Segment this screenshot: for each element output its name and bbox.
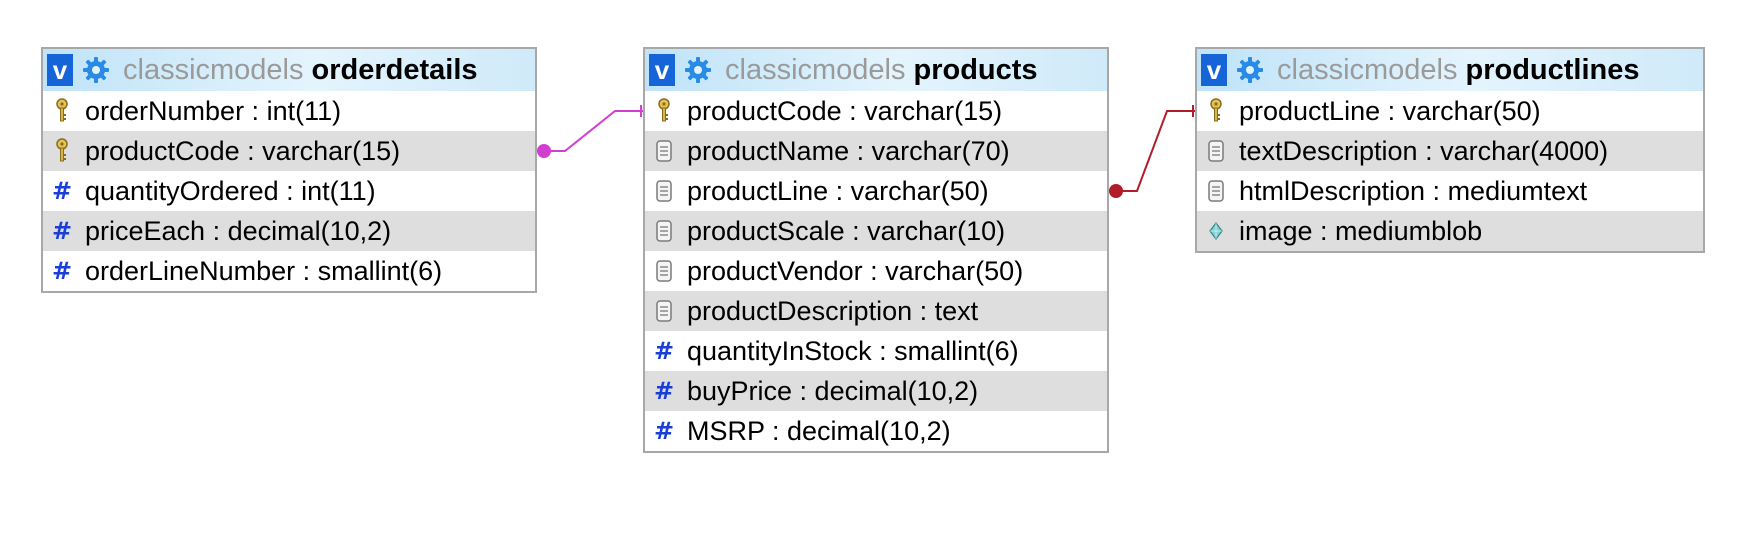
- column-row[interactable]: productScale : varchar(10): [645, 211, 1107, 251]
- column-row[interactable]: productName : varchar(70): [645, 131, 1107, 171]
- text-field-icon: [653, 216, 675, 246]
- column-row[interactable]: productCode : varchar(15): [645, 91, 1107, 131]
- column-label: textDescription : varchar(4000): [1239, 135, 1609, 166]
- table-name: productlines: [1465, 53, 1640, 86]
- column-label: productVendor : varchar(50): [687, 255, 1024, 286]
- column-row[interactable]: # buyPrice : decimal(10,2): [645, 371, 1107, 411]
- column-label: productCode : varchar(15): [687, 95, 1003, 126]
- column-row[interactable]: productDescription : text: [645, 291, 1107, 331]
- column-row[interactable]: # priceEach : decimal(10,2): [43, 211, 535, 251]
- relation-endpoint-dot: [1109, 184, 1123, 198]
- column-list: productLine : varchar(50) textDescription…: [1197, 91, 1703, 251]
- column-row[interactable]: # MSRP : decimal(10,2): [645, 411, 1107, 451]
- column-label: productLine : varchar(50): [687, 175, 989, 206]
- column-row[interactable]: htmlDescription : mediumtext: [1197, 171, 1703, 211]
- column-row[interactable]: productCode : varchar(15): [43, 131, 535, 171]
- database-name: classicmodels: [1277, 53, 1458, 86]
- column-list: productCode : varchar(15) productName : v…: [645, 91, 1107, 451]
- column-row[interactable]: orderNumber : int(11): [43, 91, 535, 131]
- table-header[interactable]: v classicmodels productlines: [1197, 49, 1703, 91]
- column-row[interactable]: productVendor : varchar(50): [645, 251, 1107, 291]
- hash-icon: #: [51, 217, 73, 245]
- text-field-icon: [653, 136, 675, 166]
- hash-icon: #: [653, 337, 675, 365]
- text-field-icon: [1205, 136, 1227, 166]
- column-row[interactable]: productLine : varchar(50): [1197, 91, 1703, 131]
- database-name: classicmodels: [725, 53, 906, 86]
- column-label: productLine : varchar(50): [1239, 95, 1541, 126]
- text-field-icon: [653, 256, 675, 286]
- blob-icon: [1205, 216, 1227, 246]
- column-label: buyPrice : decimal(10,2): [687, 375, 979, 406]
- column-row[interactable]: productLine : varchar(50): [645, 171, 1107, 211]
- column-row[interactable]: image : mediumblob: [1197, 211, 1703, 251]
- key-icon: [653, 96, 675, 126]
- table-productlines[interactable]: v classicmodels productlines productLine…: [1195, 47, 1705, 253]
- column-label: productName : varchar(70): [687, 135, 1010, 166]
- column-label: orderLineNumber : smallint(6): [85, 255, 443, 286]
- column-label: MSRP : decimal(10,2): [687, 415, 951, 446]
- column-label: quantityInStock : smallint(6): [687, 335, 1019, 366]
- relation-endpoint-dot: [537, 144, 551, 158]
- table-header[interactable]: v classicmodels orderdetails: [43, 49, 535, 91]
- column-label: htmlDescription : mediumtext: [1239, 175, 1588, 206]
- relation-line: [1109, 110, 1195, 192]
- column-row[interactable]: # quantityOrdered : int(11): [43, 171, 535, 211]
- gear-icon[interactable]: [81, 55, 111, 85]
- hash-icon: #: [51, 177, 73, 205]
- column-row[interactable]: textDescription : varchar(4000): [1197, 131, 1703, 171]
- database-name: classicmodels: [123, 53, 304, 86]
- gear-icon[interactable]: [683, 55, 713, 85]
- column-label: image : mediumblob: [1239, 215, 1483, 246]
- column-label: quantityOrdered : int(11): [85, 175, 376, 206]
- hash-icon: #: [51, 257, 73, 285]
- column-label: orderNumber : int(11): [85, 95, 342, 126]
- column-label: productScale : varchar(10): [687, 215, 1006, 246]
- key-icon: [1205, 96, 1227, 126]
- table-products[interactable]: v classicmodels products productCode : v…: [643, 47, 1109, 453]
- text-field-icon: [653, 176, 675, 206]
- toggle-icon[interactable]: v: [47, 54, 73, 86]
- gear-icon[interactable]: [1235, 55, 1265, 85]
- column-label: productCode : varchar(15): [85, 135, 401, 166]
- column-row[interactable]: # orderLineNumber : smallint(6): [43, 251, 535, 291]
- column-label: productDescription : text: [687, 295, 979, 326]
- column-row[interactable]: # quantityInStock : smallint(6): [645, 331, 1107, 371]
- toggle-icon[interactable]: v: [649, 54, 675, 86]
- text-field-icon: [653, 296, 675, 326]
- table-orderdetails[interactable]: v classicmodels orderdetails orderNumber…: [41, 47, 537, 293]
- table-name: orderdetails: [311, 53, 478, 86]
- key-icon: [51, 96, 73, 126]
- relation-line: [537, 110, 643, 152]
- table-name: products: [913, 53, 1038, 86]
- column-label: priceEach : decimal(10,2): [85, 215, 392, 246]
- hash-icon: #: [653, 377, 675, 405]
- key-icon: [51, 136, 73, 166]
- toggle-icon[interactable]: v: [1201, 54, 1227, 86]
- column-list: orderNumber : int(11) productCode : varch…: [43, 91, 535, 291]
- text-field-icon: [1205, 176, 1227, 206]
- hash-icon: #: [653, 417, 675, 445]
- table-header[interactable]: v classicmodels products: [645, 49, 1107, 91]
